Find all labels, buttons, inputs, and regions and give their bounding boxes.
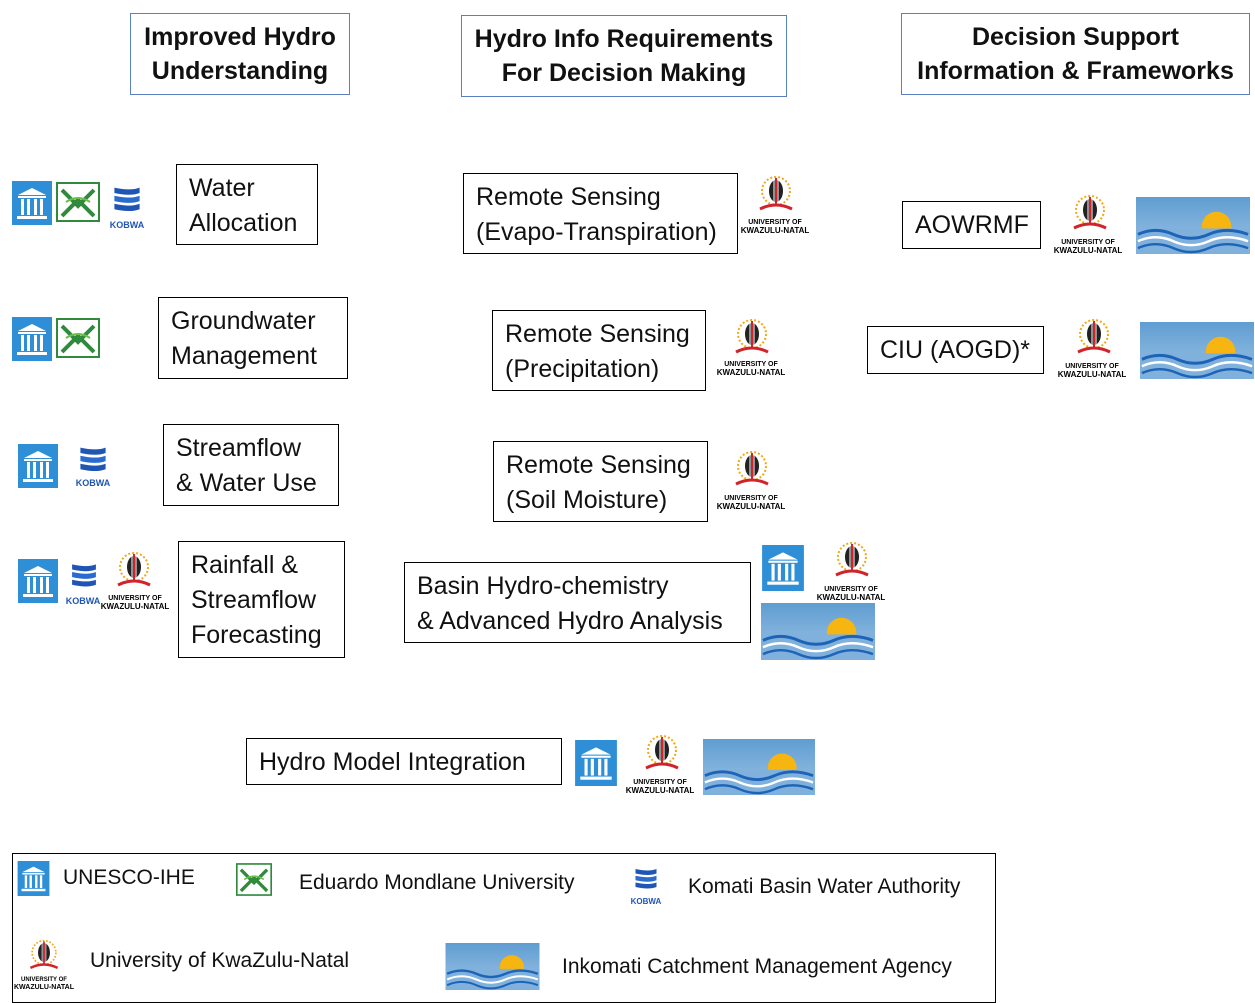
ukzn-legend-icon xyxy=(27,939,61,973)
svg-text:UNIVERSITY OF: UNIVERSITY OF xyxy=(824,586,878,593)
svg-text:KWAZULU-NATAL: KWAZULU-NATAL xyxy=(717,502,786,511)
unesco-logo-icon xyxy=(12,317,52,361)
kobwa-logo-text: KOBWA xyxy=(66,596,101,606)
legend-icma-label: Inkomati Catchment Management Agency xyxy=(562,955,952,978)
kobwa-logo-icon xyxy=(107,184,147,220)
icma-logo-icon xyxy=(701,739,817,795)
legend-unesco-label: UNESCO-IHE xyxy=(63,866,195,889)
ukzn-logo-icon xyxy=(1074,318,1114,358)
unesco-logo-icon xyxy=(575,740,617,786)
kobwa-logo-icon xyxy=(73,444,113,480)
kobwa-logo-text: KOBWA xyxy=(110,220,145,230)
svg-text:UNIVERSITY OF: UNIVERSITY OF xyxy=(1065,363,1119,370)
icma-logo-icon xyxy=(1139,322,1255,379)
ukzn-logo-icon xyxy=(756,175,796,215)
box-aowrmf: AOWRMF xyxy=(902,201,1041,249)
box-ciu-aogd: CIU (AOGD)* xyxy=(867,326,1044,374)
header-hydro-info-requirements: Hydro Info Requirements For Decision Mak… xyxy=(461,15,787,97)
icma-legend-icon xyxy=(444,943,541,990)
icma-logo-icon xyxy=(760,603,876,660)
unesco-legend-icon xyxy=(17,861,50,896)
header-decision-support: Decision Support Information & Framework… xyxy=(901,13,1250,95)
eduardo-mondlane-logo-icon xyxy=(56,182,100,222)
box-streamflow-water-use: Streamflow & Water Use xyxy=(163,424,339,506)
eduardo-mondlane-legend-icon xyxy=(236,863,272,896)
box-water-allocation: Water Allocation xyxy=(176,164,318,245)
svg-text:KOBWA: KOBWA xyxy=(76,478,111,488)
legend-eduardo-label: Eduardo Mondlane University xyxy=(299,871,575,894)
svg-text:UNIVERSITY OF: UNIVERSITY OF xyxy=(21,977,67,983)
unesco-logo-icon xyxy=(12,181,52,225)
box-basin-hydrochemistry: Basin Hydro-chemistry & Advanced Hydro A… xyxy=(404,562,751,643)
svg-text:KWAZULU-NATAL: KWAZULU-NATAL xyxy=(14,984,75,990)
box-remote-sensing-et: Remote Sensing (Evapo-Transpiration) xyxy=(463,173,738,254)
box-remote-sensing-precipitation: Remote Sensing (Precipitation) xyxy=(492,310,706,391)
ukzn-logo-icon xyxy=(732,450,772,490)
svg-text:KWAZULU-NATAL: KWAZULU-NATAL xyxy=(717,368,786,377)
svg-text:KWAZULU-NATAL: KWAZULU-NATAL xyxy=(626,786,695,795)
kobwa-logo-text: KOBWA xyxy=(76,478,111,488)
kobwa-legend-text: KOBWA xyxy=(631,897,662,906)
unesco-logo-icon xyxy=(18,444,58,488)
kobwa-logo-icon xyxy=(66,561,102,595)
svg-text:UNIVERSITY OF: UNIVERSITY OF xyxy=(633,779,687,786)
ukzn-logo-icon xyxy=(642,734,682,774)
kobwa-legend-icon xyxy=(630,866,662,896)
svg-text:KWAZULU-NATAL: KWAZULU-NATAL xyxy=(1054,246,1123,255)
box-rainfall-forecasting: Rainfall & Streamflow Forecasting xyxy=(178,541,345,658)
icma-logo-icon xyxy=(1135,197,1251,254)
unesco-logo-icon xyxy=(762,545,804,591)
ukzn-logo-icon xyxy=(832,541,872,581)
svg-text:UNIVERSITY OF: UNIVERSITY OF xyxy=(724,495,778,502)
svg-text:KWAZULU-NATAL: KWAZULU-NATAL xyxy=(1058,370,1127,379)
svg-text:KWAZULU-NATAL: KWAZULU-NATAL xyxy=(741,226,810,235)
svg-text:KWAZULU-NATAL: KWAZULU-NATAL xyxy=(101,602,170,611)
svg-text:UNIVERSITY OF: UNIVERSITY OF xyxy=(1061,239,1115,246)
legend-ukzn-label: University of KwaZulu-Natal xyxy=(90,949,350,972)
svg-text:UNIVERSITY OF: UNIVERSITY OF xyxy=(108,595,162,602)
unesco-logo-icon xyxy=(18,559,58,603)
svg-text:KOBWA: KOBWA xyxy=(110,220,145,230)
ukzn-logo-icon xyxy=(732,318,772,358)
box-groundwater-management: Groundwater Management xyxy=(158,297,348,379)
box-hydro-model-integration: Hydro Model Integration xyxy=(246,738,562,785)
box-remote-sensing-soil-moisture: Remote Sensing (Soil Moisture) xyxy=(493,441,708,522)
ukzn-logo-icon xyxy=(114,551,154,591)
svg-text:KOBWA: KOBWA xyxy=(66,596,101,606)
svg-text:UNIVERSITY OF: UNIVERSITY OF xyxy=(748,219,802,226)
svg-text:KWAZULU-NATAL: KWAZULU-NATAL xyxy=(817,593,886,602)
header-improved-hydro-understanding: Improved Hydro Understanding xyxy=(130,13,350,95)
eduardo-mondlane-logo-icon xyxy=(56,318,100,358)
svg-text:UNIVERSITY OF: UNIVERSITY OF xyxy=(724,361,778,368)
svg-text:KOBWA: KOBWA xyxy=(631,897,662,906)
ukzn-logo-icon xyxy=(1070,194,1110,234)
legend-kobwa-label: Komati Basin Water Authority xyxy=(688,875,961,898)
